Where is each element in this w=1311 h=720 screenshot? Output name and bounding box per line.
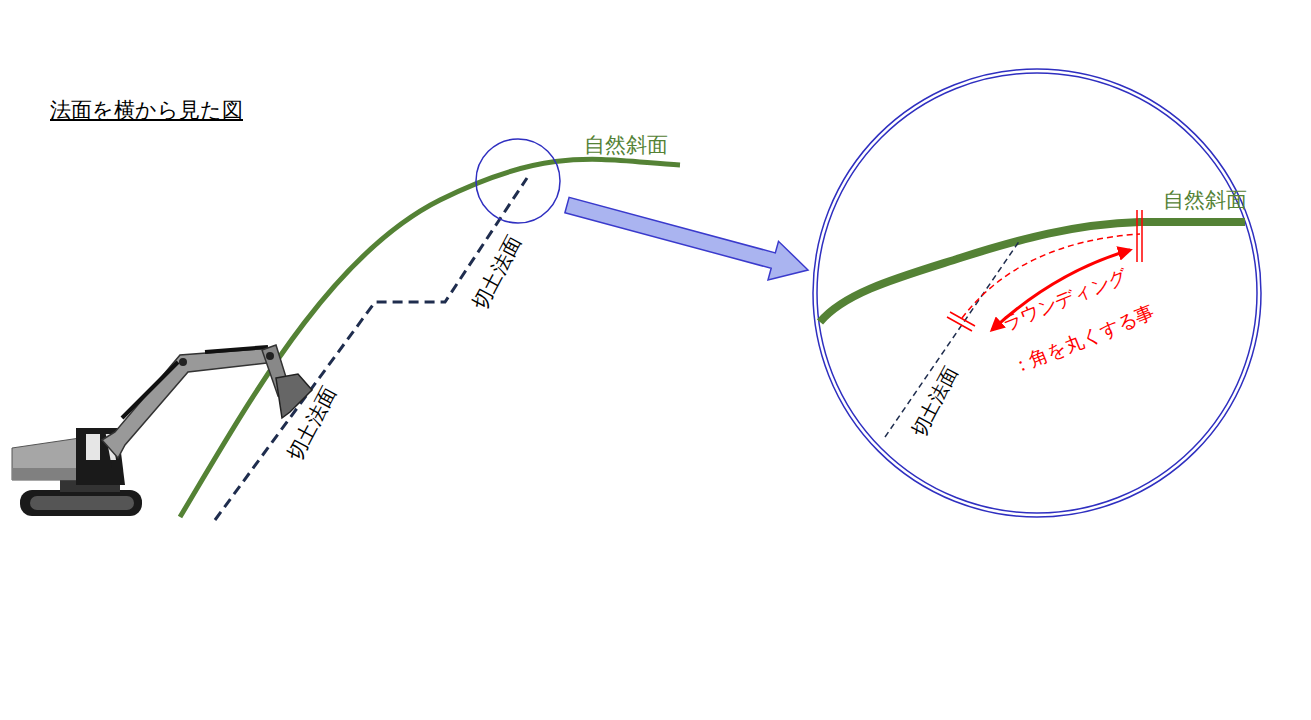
zoom-arrow [565, 197, 808, 280]
rounding-start-tick [947, 312, 975, 331]
cut-slope-label: 切土法面 [908, 363, 963, 440]
slope-label: 自然斜面 [584, 133, 668, 157]
zoom-circle-inner [817, 73, 1257, 513]
slope-label: 自然斜面 [1163, 188, 1247, 212]
cut-slope-label: 切土法面 [468, 232, 526, 313]
detail-circle [476, 139, 560, 223]
rounding-end-tick [1137, 210, 1142, 262]
figure-title: 法面を横から見た図 [50, 98, 243, 122]
excavator [12, 345, 312, 516]
zoom-cut-slope [885, 240, 1020, 437]
zoom-circle [813, 69, 1261, 517]
